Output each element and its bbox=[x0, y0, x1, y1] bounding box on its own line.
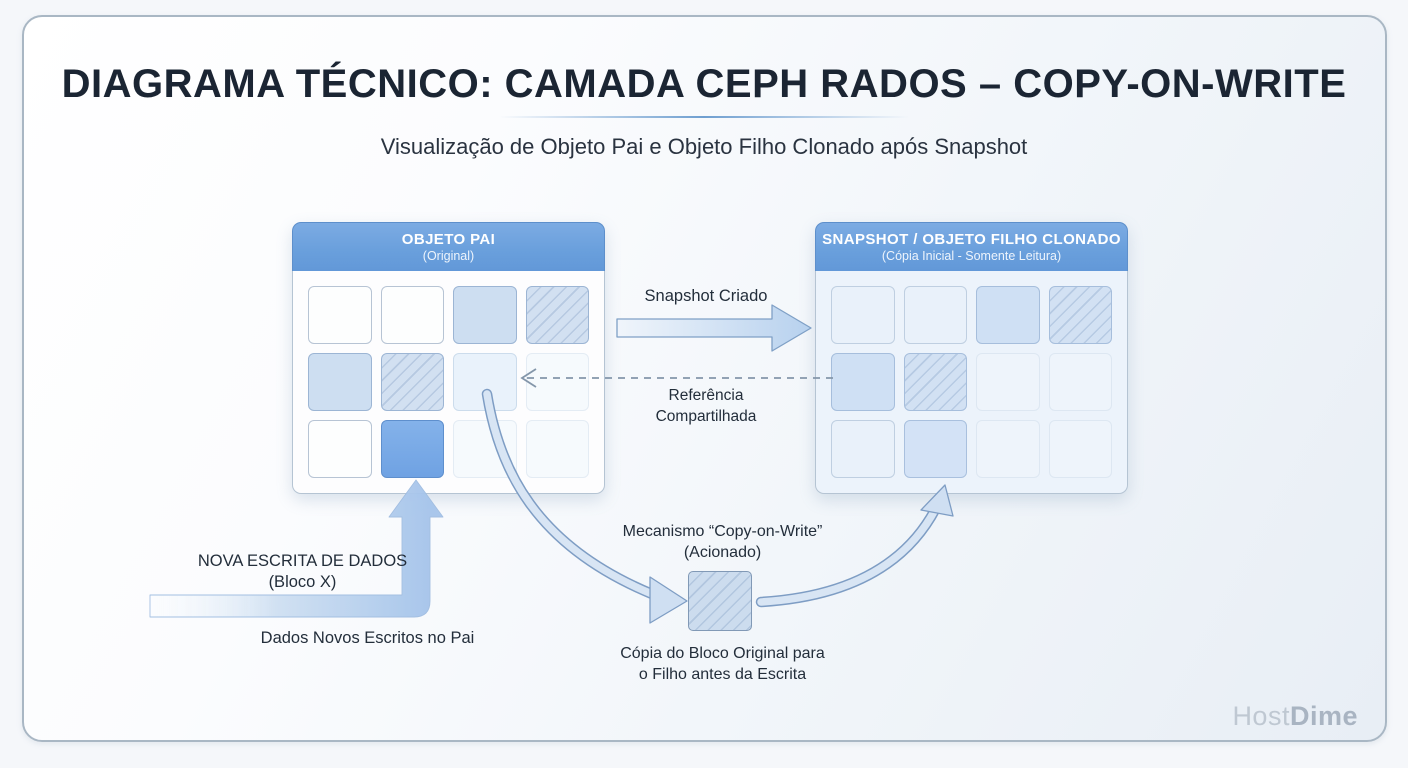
page-subtitle: Visualização de Objeto Pai e Objeto Filh… bbox=[380, 134, 1028, 159]
shared-reference-line1: Referência bbox=[668, 387, 744, 404]
hostdime-logo: HostDime bbox=[1232, 701, 1358, 732]
child-box-header: SNAPSHOT / OBJETO FILHO CLONADO (Cópia I… bbox=[815, 222, 1128, 271]
block-cell-solid bbox=[453, 286, 517, 344]
block-cell-light bbox=[903, 286, 967, 344]
hostdime-logo-host: Host bbox=[1232, 701, 1290, 731]
cow-mechanism-line1: Mecanismo “Copy-on-Write” bbox=[622, 523, 823, 540]
cow-mechanism-line2: (Acionado) bbox=[683, 544, 762, 561]
diagram-card bbox=[22, 15, 1387, 742]
parent-box-subtitle: (Original) bbox=[422, 248, 475, 263]
block-cell-hatched bbox=[380, 353, 444, 411]
snapshot-created-label: Snapshot Criado bbox=[644, 287, 768, 305]
block-cell-faint bbox=[976, 420, 1040, 478]
child-box-subtitle: (Cópia Inicial - Somente Leitura) bbox=[881, 248, 1062, 263]
child-object-box: SNAPSHOT / OBJETO FILHO CLONADO (Cópia I… bbox=[815, 222, 1128, 494]
block-cell-faint bbox=[976, 353, 1040, 411]
shared-reference-line2: Compartilhada bbox=[655, 408, 757, 425]
block-cell-ref bbox=[453, 353, 517, 411]
block-cell-solid bbox=[831, 353, 895, 411]
block-cell-faint bbox=[525, 420, 589, 478]
block-cell-solid2 bbox=[903, 420, 967, 478]
block-cell-faint bbox=[453, 420, 517, 478]
block-cell-solid bbox=[308, 353, 372, 411]
new-data-caption: Dados Novos Escritos no Pai bbox=[260, 629, 475, 647]
parent-object-box: OBJETO PAI (Original) bbox=[292, 222, 605, 494]
parent-block-grid bbox=[292, 271, 605, 494]
block-cell-faint bbox=[1048, 353, 1112, 411]
block-cell-white bbox=[380, 286, 444, 344]
block-cell-highlight bbox=[380, 420, 444, 478]
block-cell-hatched bbox=[903, 353, 967, 411]
block-cell-white bbox=[308, 286, 372, 344]
block-cell-light bbox=[831, 420, 895, 478]
child-block-grid bbox=[815, 271, 1128, 494]
block-cell-faint bbox=[525, 353, 589, 411]
new-write-line2: (Bloco X) bbox=[268, 573, 337, 591]
new-write-line1: NOVA ESCRITA DE DADOS bbox=[197, 552, 408, 570]
child-box-title: SNAPSHOT / OBJETO FILHO CLONADO bbox=[822, 230, 1121, 248]
block-cell-hatched bbox=[525, 286, 589, 344]
block-cell-white bbox=[308, 420, 372, 478]
copied-block bbox=[688, 571, 752, 631]
shared-reference-label: Referência Compartilhada bbox=[616, 385, 796, 427]
block-cell-hatched bbox=[1048, 286, 1112, 344]
page-title: DIAGRAMA TÉCNICO: CAMADA CEPH RADOS – CO… bbox=[61, 62, 1347, 106]
parent-box-title: OBJETO PAI bbox=[401, 230, 496, 248]
copy-caption-line1: Cópia do Bloco Original para bbox=[620, 645, 825, 662]
cow-mechanism-label: Mecanismo “Copy-on-Write” (Acionado) bbox=[575, 521, 870, 563]
hostdime-logo-dime: Dime bbox=[1289, 701, 1358, 731]
block-cell-light bbox=[831, 286, 895, 344]
new-write-label: NOVA ESCRITA DE DADOS (Bloco X) bbox=[160, 551, 445, 593]
title-underline bbox=[499, 116, 909, 118]
block-cell-faint bbox=[1048, 420, 1112, 478]
parent-box-header: OBJETO PAI (Original) bbox=[292, 222, 605, 271]
copy-caption-line2: o Filho antes da Escrita bbox=[638, 666, 807, 683]
copy-caption-label: Cópia do Bloco Original para o Filho ant… bbox=[575, 643, 870, 685]
block-cell-solid bbox=[976, 286, 1040, 344]
